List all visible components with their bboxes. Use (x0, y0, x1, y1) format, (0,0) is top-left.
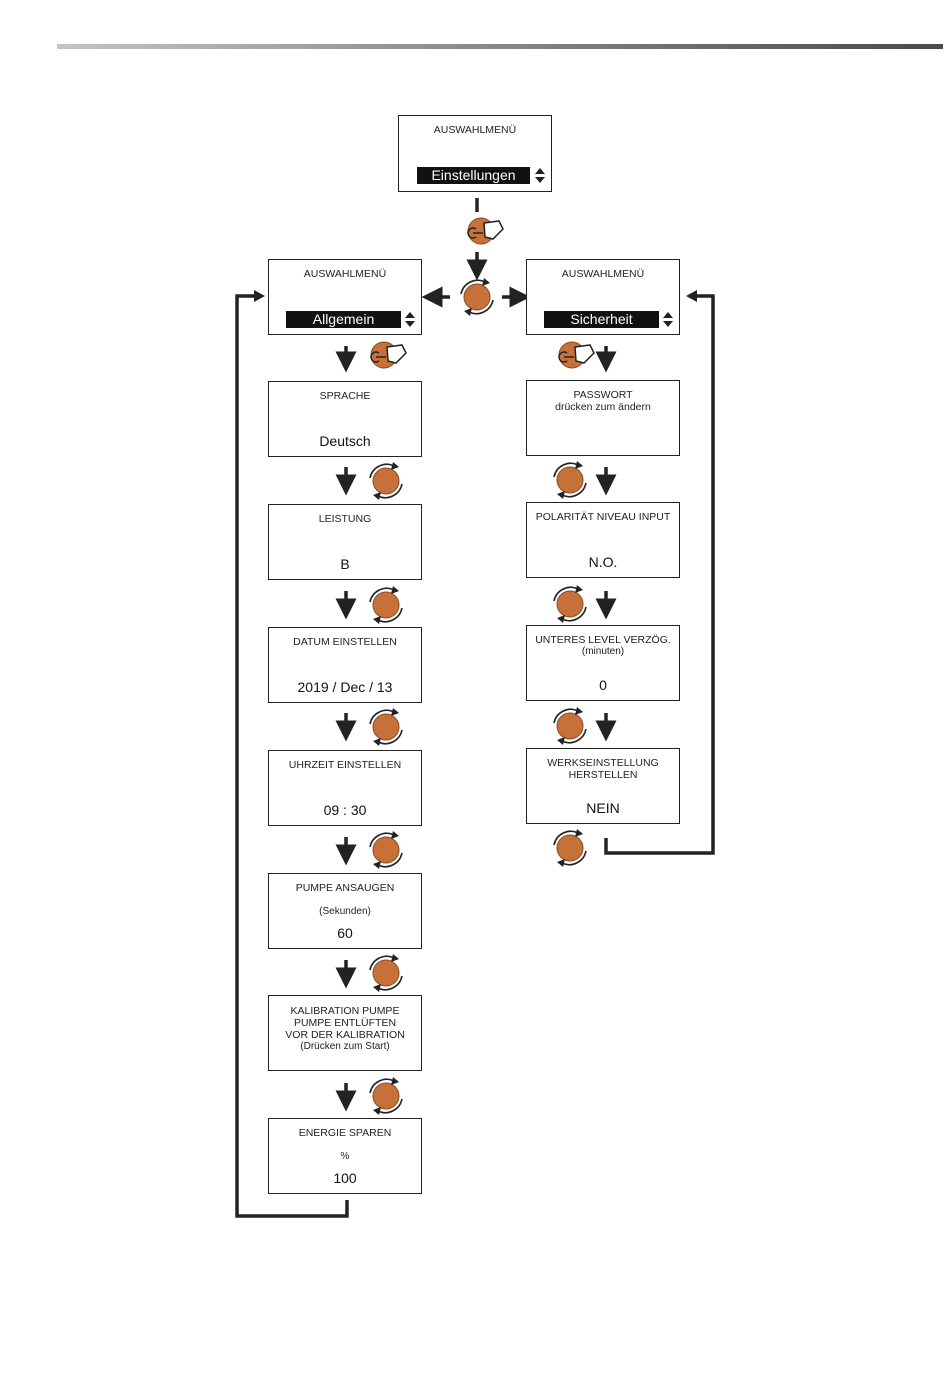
screen-value: 09 : 30 (323, 802, 367, 818)
screen-energie-sparen: ENERGIE SPAREN % 100 (268, 1118, 422, 1194)
screen-unteres-level: UNTERES LEVEL VERZÖG. (minuten) 0 (526, 625, 680, 701)
screen-title: SPRACHE (319, 390, 371, 402)
screen-pumpe-ansaugen: PUMPE ANSAUGEN (Sekunden) 60 (268, 873, 422, 949)
screen-leistung: LEISTUNG B (268, 504, 422, 580)
selection-highlight: Sicherheit (544, 311, 659, 328)
screen-subtitle: (Sekunden) (319, 906, 371, 917)
screen-kalibration: KALIBRATION PUMPE PUMPE ENTLÜFTEN VOR DE… (268, 995, 422, 1071)
screen-werkseinstellung: WERKSEINSTELLUNG HERSTELLEN NEIN (526, 748, 680, 824)
screen-value: 0 (599, 677, 607, 693)
screen-value: 2019 / Dec / 13 (297, 679, 393, 695)
screen-title: UHRZEIT EINSTELLEN (288, 759, 402, 771)
screen-subtitle: (minuten) (581, 646, 625, 657)
screen-title: PASSWORT (573, 389, 633, 401)
rotate-knob-icon (369, 708, 403, 746)
screen-title: UNTERES LEVEL VERZÖG. (535, 634, 671, 646)
screen-title-line: HERSTELLEN (568, 769, 638, 781)
screen-subtitle: % (340, 1151, 350, 1162)
screen-value: NEIN (586, 800, 620, 816)
rotate-knob-icon (369, 1077, 403, 1115)
screen-sprache: SPRACHE Deutsch (268, 381, 422, 457)
up-down-arrows-icon (663, 312, 673, 327)
screen-title: AUSWAHLMENÜ (303, 268, 387, 280)
screen-title: DATUM EINSTELLEN (293, 636, 397, 648)
selection-highlight: Einstellungen (417, 167, 530, 184)
rotate-knob-icon (553, 707, 587, 745)
screen-title-line: KALIBRATION PUMPE (290, 1005, 400, 1017)
rotate-knob-icon (369, 462, 403, 500)
screen-title: ENERGIE SPAREN (298, 1127, 392, 1139)
top-menu-screen: AUSWAHLMENÜ Einstellungen (398, 115, 552, 192)
screen-title: AUSWAHLMENÜ (433, 124, 517, 136)
screen-value: 100 (333, 1170, 357, 1186)
screen-title-line: (Drücken zum Start) (300, 1041, 390, 1052)
press-knob-icon (370, 341, 407, 369)
rotate-knob-icon (553, 829, 587, 867)
screen-passwort: PASSWORT drücken zum ändern (526, 380, 680, 456)
screen-title: AUSWAHLMENÜ (561, 268, 645, 280)
rotate-knob-icon (553, 461, 587, 499)
up-down-arrows-icon (535, 168, 545, 183)
up-down-arrows-icon (405, 312, 415, 327)
rotate-knob-icon (369, 586, 403, 624)
screen-value: 60 (337, 925, 353, 941)
screen-uhrzeit: UHRZEIT EINSTELLEN 09 : 30 (268, 750, 422, 826)
left-menu-screen: AUSWAHLMENÜ Allgemein (268, 259, 422, 335)
rotate-knob-icon (460, 278, 494, 316)
screen-subtitle: drücken zum ändern (555, 401, 651, 413)
press-knob-icon (467, 217, 504, 245)
rotate-knob-icon (369, 831, 403, 869)
selection-highlight: Allgemein (286, 311, 401, 328)
screen-value: N.O. (588, 554, 618, 570)
screen-polaritaet: POLARITÄT NIVEAU INPUT N.O. (526, 502, 680, 578)
right-menu-screen: AUSWAHLMENÜ Sicherheit (526, 259, 680, 335)
screen-title-line: PUMPE ENTLÜFTEN (293, 1017, 397, 1029)
screen-title: PUMPE ANSAUGEN (295, 882, 395, 894)
screen-title: LEISTUNG (318, 513, 372, 525)
screen-title: POLARITÄT NIVEAU INPUT (535, 511, 671, 523)
screen-datum: DATUM EINSTELLEN 2019 / Dec / 13 (268, 627, 422, 703)
header-rule (57, 44, 943, 49)
rotate-knob-icon (553, 585, 587, 623)
rotate-knob-icon (369, 954, 403, 992)
screen-title-line: VOR DER KALIBRATION (285, 1029, 405, 1041)
screen-title-line: WERKSEINSTELLUNG (547, 757, 659, 769)
press-knob-icon (558, 341, 595, 369)
screen-value: Deutsch (319, 433, 371, 449)
screen-value: B (340, 556, 350, 572)
